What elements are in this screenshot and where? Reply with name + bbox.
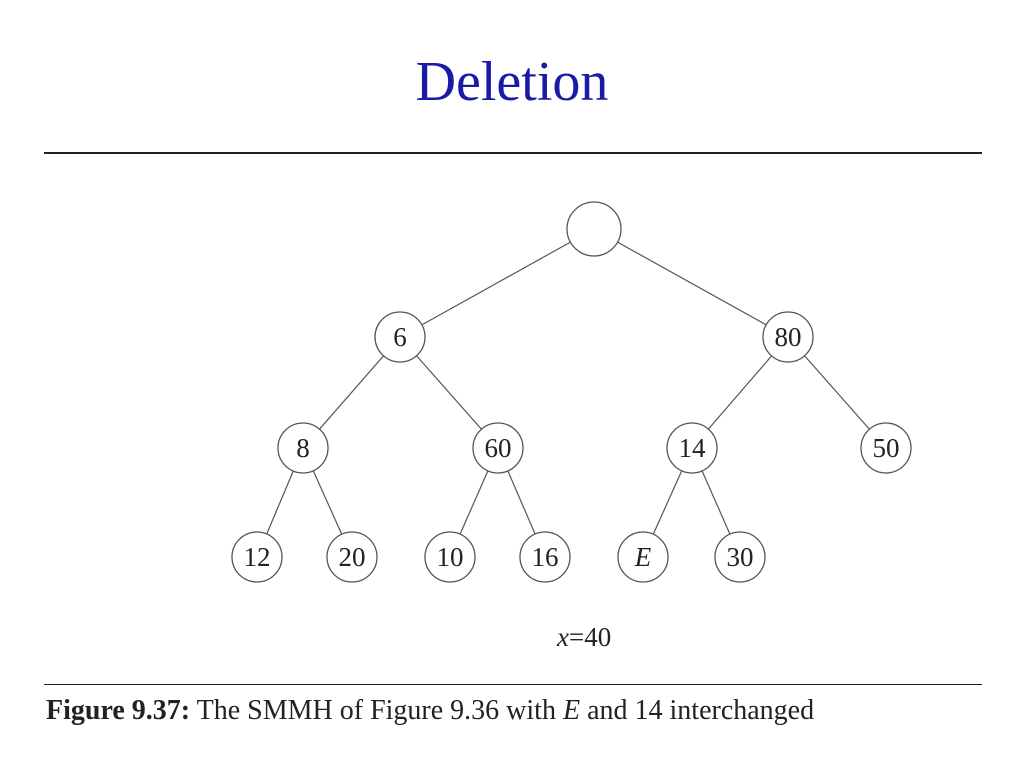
x-annotation-var: x	[556, 622, 569, 652]
tree-node-nE: E	[617, 531, 669, 583]
edge-n14-nE	[652, 470, 683, 535]
figure-caption: Figure 9.37: The SMMH of Figure 9.36 wit…	[46, 695, 986, 727]
tree-node-n50: 50	[860, 422, 912, 474]
edge-n6-n60	[416, 355, 482, 430]
node-label: 14	[679, 433, 707, 463]
node-label: 8	[296, 433, 310, 463]
x-annotation: x=40	[556, 622, 611, 652]
tree-node-n20: 20	[326, 531, 378, 583]
node-circle	[762, 311, 814, 363]
node-circle	[566, 201, 622, 257]
node-label: 30	[727, 542, 754, 572]
node-circle	[231, 531, 283, 583]
node-circle	[714, 531, 766, 583]
node-circle	[519, 531, 571, 583]
node-label: 12	[244, 542, 271, 572]
node-label: 6	[393, 322, 407, 352]
edge-n14-n30	[701, 470, 731, 535]
tree-node-n10: 10	[424, 531, 476, 583]
node-circle	[277, 422, 329, 474]
tree-node-n30: 30	[714, 531, 766, 583]
title-divider	[44, 152, 982, 154]
caption-text-2: and 14 interchanged	[580, 695, 815, 726]
edge-n6-n8	[318, 355, 385, 430]
edge-n60-n16	[507, 470, 536, 535]
tree-edges	[266, 241, 870, 535]
caption-text-1: The SMMH of Figure 9.36 with	[190, 695, 563, 726]
edge-n60-n10	[459, 470, 489, 535]
node-label: 80	[775, 322, 802, 352]
edge-root-n80	[617, 241, 767, 326]
caption-divider	[44, 684, 982, 685]
edge-n8-n12	[266, 470, 294, 535]
edge-n8-n20	[312, 470, 343, 535]
tree-nodes: 6 80 8 60 14 50 12 20 10 16 E 30	[231, 201, 912, 583]
node-circle	[617, 531, 669, 583]
node-label: 20	[339, 542, 366, 572]
node-circle	[472, 422, 524, 474]
tree-node-n8: 8	[277, 422, 329, 474]
node-label: 10	[437, 542, 464, 572]
node-label: E	[634, 542, 652, 572]
node-label: 50	[873, 433, 900, 463]
tree-node-n16: 16	[519, 531, 571, 583]
tree-node-n80: 80	[762, 311, 814, 363]
node-circle	[666, 422, 718, 474]
node-label: 16	[532, 542, 559, 572]
edge-root-n6	[421, 241, 571, 326]
node-circle	[860, 422, 912, 474]
x-annotation-value: =40	[569, 622, 611, 652]
tree-node-n14: 14	[666, 422, 718, 474]
node-circle	[326, 531, 378, 583]
tree-node-root	[566, 201, 622, 257]
tree-node-n6: 6	[374, 311, 426, 363]
caption-italic-e: E	[562, 695, 581, 726]
edge-n80-n14	[707, 355, 773, 430]
slide-title: Deletion	[415, 51, 609, 113]
node-circle	[374, 311, 426, 363]
edge-n80-n50	[804, 355, 870, 430]
node-circle	[424, 531, 476, 583]
node-label: 60	[485, 433, 512, 463]
figure-label: Figure 9.37:	[46, 695, 191, 726]
tree-node-n60: 60	[472, 422, 524, 474]
tree-node-n12: 12	[231, 531, 283, 583]
